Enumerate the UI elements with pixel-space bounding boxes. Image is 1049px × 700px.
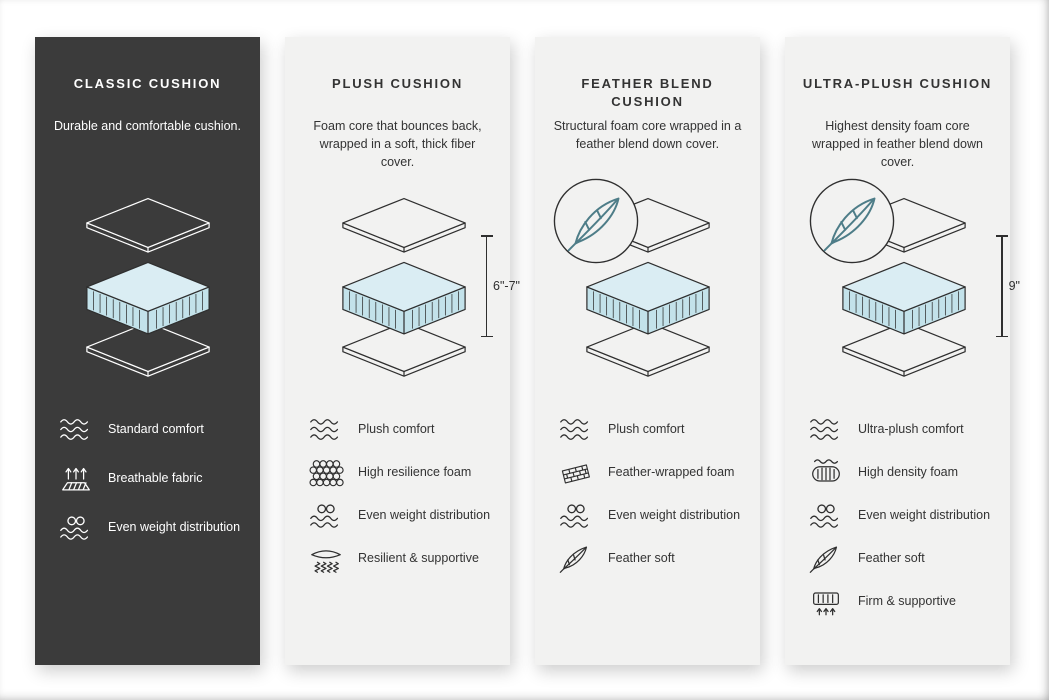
card-title: CLASSIC CUSHION	[73, 76, 222, 91]
cushion-layers-diagram: 6"-7"	[324, 191, 520, 387]
feather-badge-icon	[808, 177, 896, 265]
feature-row: Plush comfort	[306, 413, 493, 445]
feature-row: Plush comfort	[556, 413, 743, 445]
feature-label: Feather-wrapped foam	[608, 464, 735, 479]
feather-icon	[556, 543, 596, 574]
card-description: Highest density foam core wrapped in fea…	[812, 119, 983, 170]
waves-icon	[56, 414, 96, 445]
dimension-label: 6"-7"	[493, 279, 520, 293]
feature-label: Even weight distribution	[858, 507, 991, 522]
even-weight-icon	[556, 500, 596, 531]
breathable-icon	[56, 463, 96, 494]
card-description: Structural foam core wrapped in a feathe…	[553, 119, 742, 152]
feature-list: Ultra-plush comfort High density foam Ev…	[802, 413, 993, 617]
waves-icon	[806, 414, 846, 445]
feature-row: Ultra-plush comfort	[806, 413, 993, 445]
feature-label: High resilience foam	[358, 464, 472, 479]
height-dimension: 6"-7"	[481, 235, 520, 337]
card-description: Durable and comfortable cushion.	[54, 119, 241, 133]
card-description: Foam core that bounces back, wrapped in …	[313, 119, 482, 170]
feature-row: Even weight distribution	[56, 511, 243, 543]
feature-label: Plush comfort	[358, 421, 435, 436]
waves-icon	[556, 414, 596, 445]
dimension-line	[997, 235, 1007, 337]
card-ultra-plush-cushion: ULTRA-PLUSH CUSHION Highest density foam…	[785, 37, 1020, 665]
feature-label: High density foam	[858, 464, 959, 479]
card-classic-cushion: CLASSIC CUSHION Durable and comfortable …	[35, 37, 260, 665]
cushion-diagram-illustration	[68, 191, 228, 379]
cushion-layers-diagram	[568, 191, 728, 387]
card-title: PLUSH CUSHION	[331, 76, 464, 91]
feather-icon	[806, 543, 846, 574]
feature-label: Feather soft	[608, 550, 675, 565]
card-title: FEATHER BLEND CUSHION	[581, 76, 714, 109]
card-title: ULTRA-PLUSH CUSHION	[802, 76, 993, 91]
feature-row: Even weight distribution	[556, 499, 743, 531]
cushion-cards-row: CLASSIC CUSHION Durable and comfortable …	[35, 37, 1020, 665]
dimension-label: 9"	[1008, 279, 1020, 293]
feature-list: Plush comfort High resilience foam Even …	[302, 413, 493, 574]
feature-row: Firm & supportive	[806, 585, 993, 617]
dimension-line	[481, 235, 491, 337]
cushion-diagram-illustration	[324, 191, 484, 379]
feature-label: Firm & supportive	[858, 593, 956, 608]
feature-label: Resilient & supportive	[358, 550, 479, 565]
cushion-layers-diagram	[68, 191, 228, 387]
firm-supportive-icon	[806, 586, 846, 617]
brick-foam-icon	[556, 457, 596, 488]
feature-label: Ultra-plush comfort	[858, 421, 964, 436]
even-weight-icon	[806, 500, 846, 531]
feature-row: High resilience foam	[306, 456, 493, 488]
feature-row: Feather soft	[806, 542, 993, 574]
height-dimension: 9"	[997, 235, 1020, 337]
feature-label: Even weight distribution	[608, 507, 741, 522]
foam-bubbles-icon	[306, 457, 346, 488]
even-weight-icon	[56, 512, 96, 543]
feature-row: High density foam	[806, 456, 993, 488]
feature-label: Even weight distribution	[358, 507, 491, 522]
feature-row: Even weight distribution	[806, 499, 993, 531]
cushion-layers-diagram: 9"	[824, 191, 1020, 387]
feature-row: Feather-wrapped foam	[556, 456, 743, 488]
waves-icon	[306, 414, 346, 445]
card-plush-cushion: PLUSH CUSHION Foam core that bounces bac…	[285, 37, 520, 665]
feature-row: Standard comfort	[56, 413, 243, 445]
feature-label: Standard comfort	[108, 421, 204, 436]
feature-label: Breathable fabric	[108, 470, 203, 485]
feature-row: Even weight distribution	[306, 499, 493, 531]
feature-label: Even weight distribution	[108, 519, 241, 534]
feature-label: Plush comfort	[608, 421, 685, 436]
feature-row: Resilient & supportive	[306, 542, 493, 574]
feature-list: Plush comfort Feather-wrapped foam Even …	[552, 413, 743, 574]
springs-icon	[306, 543, 346, 574]
feature-row: Breathable fabric	[56, 462, 243, 494]
density-foam-icon	[806, 457, 846, 488]
feature-list: Standard comfort Breathable fabric Even …	[52, 413, 243, 543]
feather-badge-icon	[552, 177, 640, 265]
card-feather-blend-cushion: FEATHER BLEND CUSHION Structural foam co…	[535, 37, 760, 665]
even-weight-icon	[306, 500, 346, 531]
feature-label: Feather soft	[858, 550, 925, 565]
feature-row: Feather soft	[556, 542, 743, 574]
